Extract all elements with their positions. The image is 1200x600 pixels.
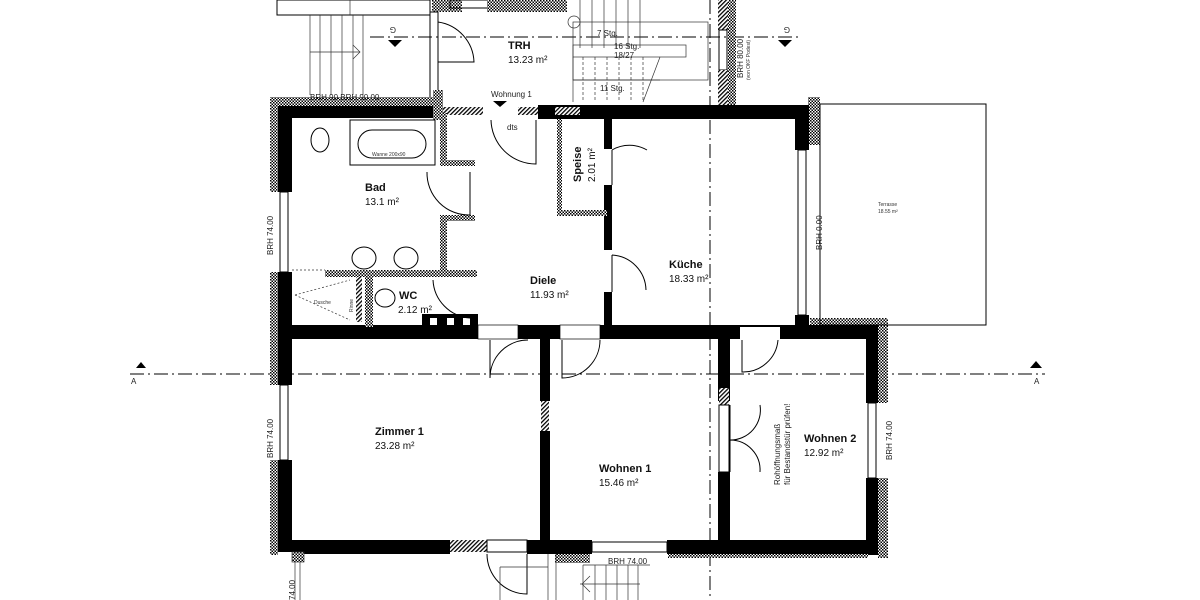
room-area-zimmer-1: 23.28 m² <box>375 441 415 452</box>
room-labels: TRH 13.23 m² Wohnung 1 dts Bad 13.1 m² S… <box>365 40 898 489</box>
room-name-wohnen-2: Wohnen 2 <box>804 433 856 445</box>
section-a-left-marker <box>136 362 146 368</box>
bathtub <box>349 119 436 166</box>
bathtub-label: Wanne 200x90 <box>372 152 406 158</box>
sill-height-kueche: BRH 0.00 <box>815 215 824 250</box>
sill-height-bottom-left: 74.00 <box>288 579 297 600</box>
room-area-wohnen-1: 15.46 m² <box>599 478 639 489</box>
section-g-right-marker <box>778 40 792 47</box>
section-g-left-label: G <box>390 25 396 34</box>
entrance-label: Wohnung 1 <box>491 90 532 99</box>
sink-icon <box>351 246 377 270</box>
room-area-wohnen-2: 12.92 m² <box>804 448 844 459</box>
door-label-dts: dts <box>507 123 518 132</box>
room-name-diele: Diele <box>530 275 556 287</box>
sill-height-zimmer: BRH 74.00 <box>266 418 275 458</box>
room-area-bad: 13.1 m² <box>365 197 400 208</box>
walls <box>270 90 888 563</box>
riser-label: Rinne <box>349 299 355 312</box>
stair-label-16: 16 Stg. <box>614 42 639 51</box>
room-name-wc: WC <box>399 290 417 302</box>
door-note-line-1: Rohöffnungsmaß <box>773 424 782 485</box>
shower-label: Dusche <box>314 300 331 306</box>
fixtures: Wanne 200x90 Dusche Rinne <box>292 103 987 326</box>
door-swings <box>426 119 779 595</box>
room-area-wc: 2.12 m² <box>398 305 433 316</box>
entrance-marker <box>493 101 507 107</box>
terrace-area: 18.55 m² <box>878 209 898 215</box>
toilet-icon <box>310 127 330 153</box>
section-a-right-marker <box>1030 361 1042 368</box>
sill-height-top-right-note: (von OKF Podest) <box>746 40 752 80</box>
sill-height-top-right: BRH 80.00 <box>736 38 745 78</box>
room-name-zimmer-1: Zimmer 1 <box>375 426 424 438</box>
sill-height-top-left: BRH 90 BRH 90.00 <box>310 93 380 102</box>
bottom-stairs <box>291 551 650 600</box>
section-lines: A A G G <box>130 0 1045 600</box>
room-area-diele: 11.93 m² <box>530 290 569 301</box>
sill-height-bad: BRH 74.00 <box>266 215 275 255</box>
section-a-left-label: A <box>131 377 137 386</box>
terrace-name: Terrasse <box>878 202 897 208</box>
room-name-kueche: Küche <box>669 259 703 271</box>
section-g-left-marker <box>388 40 402 47</box>
room-name-speise: Speise <box>572 147 584 182</box>
room-name-trh: TRH <box>508 40 531 52</box>
room-area-speise: 2.01 m² <box>587 147 598 182</box>
terrace-outline <box>819 103 987 326</box>
top-stairwell: 7 Stg. 16 Stg. 18/27 11 Stg. BRH 80.00 (… <box>276 0 752 105</box>
room-name-wohnen-1: Wohnen 1 <box>599 463 651 475</box>
stair-label-7: 7 Stg. <box>597 29 618 38</box>
section-g-right-label: G <box>784 25 790 34</box>
section-a-right-label: A <box>1034 377 1040 386</box>
sill-height-labels: BRH 90 BRH 90.00 BRH 74.00 BRH 0.00 BRH … <box>266 93 894 600</box>
door-note-line-2: für Bestandstür prüfen! <box>783 404 792 485</box>
room-area-trh: 13.23 m² <box>508 55 548 66</box>
sink-icon <box>393 246 419 270</box>
stair-label-ratio: 18/27 <box>614 51 635 60</box>
room-name-bad: Bad <box>365 182 386 194</box>
wc-toilet-icon <box>374 288 396 308</box>
sill-height-wohnen-2: BRH 74.00 <box>885 420 894 460</box>
stair-label-11: 11 Stg. <box>600 84 625 93</box>
room-area-kueche: 18.33 m² <box>669 274 709 285</box>
sill-height-bottom: BRH 74.00 <box>608 557 648 566</box>
